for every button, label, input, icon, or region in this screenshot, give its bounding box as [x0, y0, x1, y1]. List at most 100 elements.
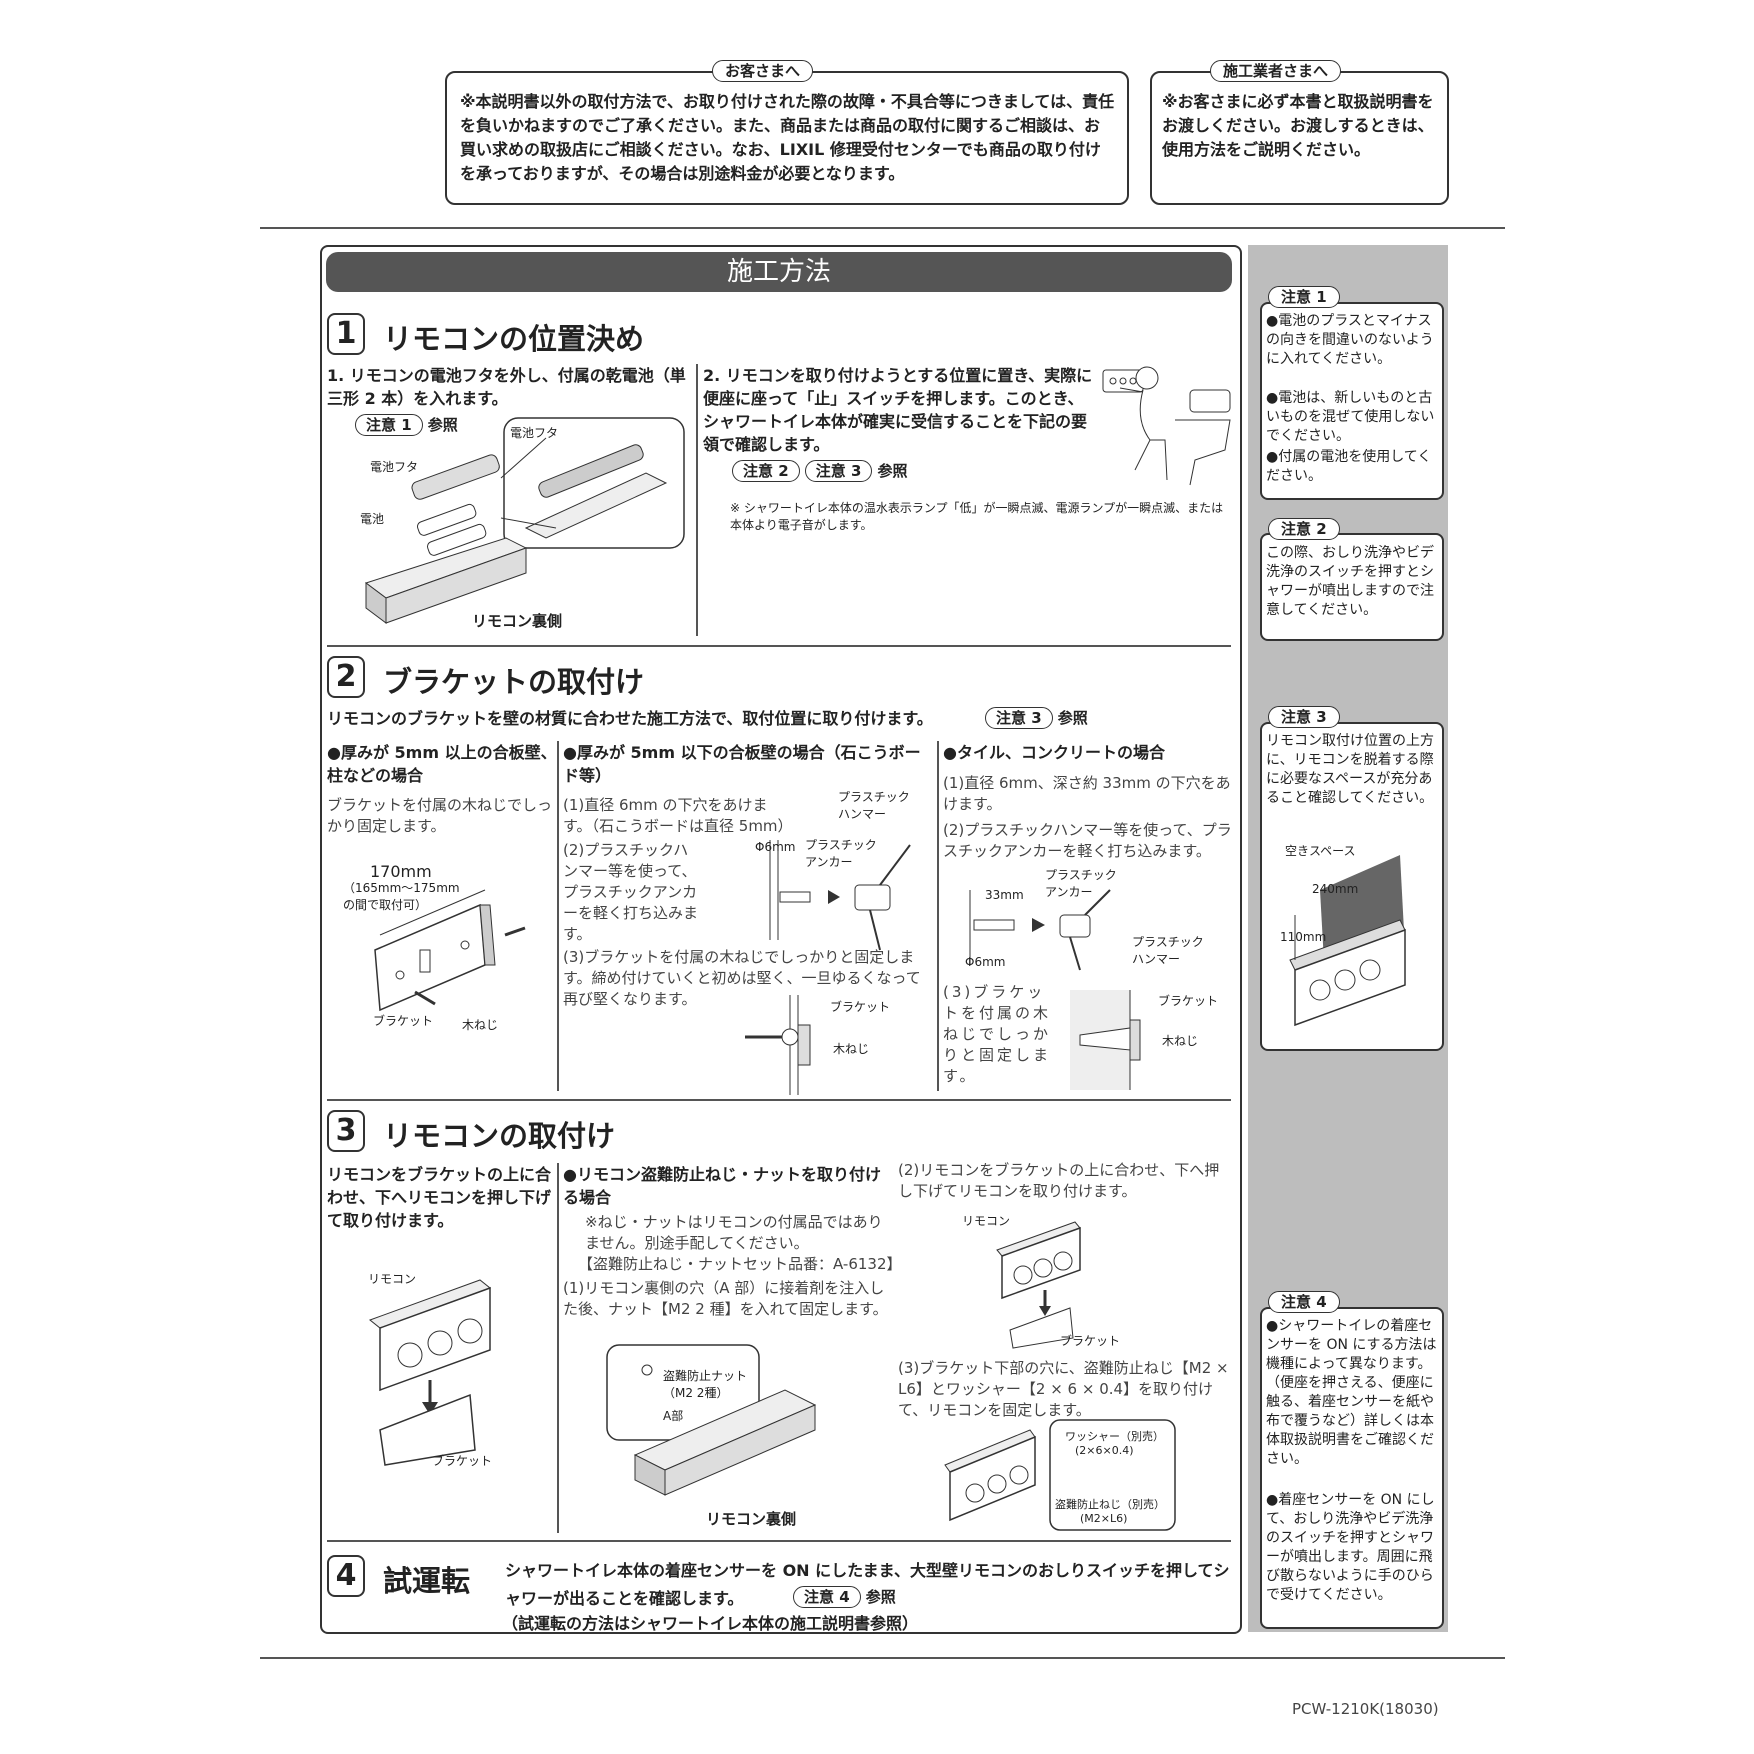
- s4-pill: 注意 4: [793, 1586, 861, 1608]
- s3-colA-label-bracket: ブラケット: [432, 1454, 493, 1468]
- caution-3-item-1: リモコン取付け位置の上方に、リモコンを脱着する際に必要なスペースが充分あること確…: [1266, 733, 1434, 806]
- section-3-title: リモコンの取付け: [383, 1119, 616, 1153]
- s2-colC-label-screw: 木ねじ: [1162, 1034, 1199, 1048]
- s2-colC-step3: (3)ブラケットを付属の木ねじでしっかりと固定します。: [943, 983, 1052, 1085]
- caution-4-item-1: ●シャワートイレの着座センサーを ON にする方法は機種によって異なります。（便…: [1266, 1318, 1437, 1467]
- caution-1-item-3: ●付属の電池を使用してください。: [1266, 449, 1432, 484]
- s2-colB-step2: (2)プラスチックハンマー等を使って、プラスチックアンカーを軽く打ち込みます。: [563, 841, 699, 943]
- s3-colB-label-nut: 盗難防止ナット（M2 2種）: [663, 1369, 748, 1400]
- s2-colC-label-hammer: プラスチックハンマー: [1132, 935, 1204, 966]
- s1-step1-ref-pill: 注意 1: [355, 414, 423, 436]
- s4-text1: シャワートイレ本体の着座センサーを ON にしたまま、大型壁リモコンのおしりスイ…: [505, 1561, 1230, 1608]
- caution-1-item-1: ●電池のプラスとマイナスの向きを間違いのないように入れてください。: [1266, 313, 1434, 367]
- s2-colA-dim-note: （165mm〜175mm の間で取付可）: [343, 881, 460, 912]
- s2-colA-dim: 170mm: [370, 862, 432, 881]
- s2-colB-hammer-figure: [769, 840, 911, 951]
- section-4-title: 試運転: [383, 1564, 471, 1598]
- s2-intro-ref: 注意 3 参照: [985, 707, 1088, 729]
- section-3-number: 3: [327, 1110, 365, 1152]
- s3-colC-label-screw: 盗難防止ねじ（別売）: [1055, 1498, 1165, 1511]
- s3-colC-label-washer-size: (2×6×0.4): [1075, 1444, 1134, 1457]
- s3-colC-step2: (2)リモコンをブラケットの上に合わせ、下へ押し下げてリモコンを取り付けます。: [898, 1161, 1220, 1200]
- s2-intro-ref-text: 参照: [1057, 709, 1088, 727]
- s2-colB-heading: ●厚みが 5mm 以下の合板壁の場合（石こうボード等）: [563, 743, 921, 785]
- s2-colB-label-bracket: ブラケット: [830, 1000, 891, 1014]
- s1-fig-caption: リモコン裏側: [472, 612, 563, 630]
- s2-divider-1: [557, 741, 559, 1091]
- s2-colC-hammer-figure: [969, 889, 1111, 971]
- s3-colC-figure-bottom: [944, 1419, 1176, 1531]
- caution-1-box: [1260, 302, 1444, 500]
- caution-4-title: 注意 4: [1268, 1291, 1340, 1313]
- s1-fig-label-battery-cover-b: 電池フタ: [370, 460, 419, 474]
- s3-colC-label-bracket: ブラケット: [1060, 1334, 1121, 1348]
- s3-colC-label-washer: ワッシャー（別売）: [1065, 1430, 1164, 1443]
- s2-bottom-rule: [327, 1099, 1231, 1101]
- s1-battery-figure: [364, 417, 685, 624]
- s1-step2-pill-a: 注意 2: [732, 460, 800, 482]
- s1-step2-text: 2. リモコンを取り付けようとする位置に置き、実際に便座に座って「止」スイッチを…: [703, 366, 1093, 454]
- section-2-title: ブラケットの取付け: [383, 665, 645, 699]
- s2-colC-label-bracket: ブラケット: [1158, 994, 1219, 1008]
- caution-3-space-figure: [1289, 855, 1406, 1027]
- s2-colB-step3: (3)ブラケットを付属の木ねじでしっかりと固定します。締め付けていくと初めは堅く…: [563, 948, 921, 1008]
- s4-text2: （試運転の方法はシャワートイレ本体の施工説明書参照）: [502, 1614, 919, 1633]
- s1-step2-pill-b: 注意 3: [804, 460, 873, 482]
- s1-step1-ref: 注意 1 参照: [355, 414, 458, 436]
- caution-4-box: [1260, 1307, 1444, 1629]
- caution-1-item-2: ●電池は、新しいものと古いものを混ぜて使用しないでください。: [1266, 390, 1435, 444]
- s4-ref-text: 参照: [865, 1588, 896, 1606]
- s3-colB-caption: リモコン裏側: [706, 1510, 797, 1528]
- section-1-title: リモコンの位置決め: [383, 322, 645, 356]
- s1-column-divider: [696, 364, 698, 636]
- s2-colC-label-anchor: プラスチックアンカー: [1045, 868, 1117, 899]
- section-1-number: 1: [327, 313, 365, 355]
- s2-colB-label-phi: Φ6mm: [755, 840, 796, 854]
- installer-notice-title: 施工業者さまへ: [1210, 60, 1342, 82]
- s2-colC-heading: ●タイル、コンクリートの場合: [943, 743, 1165, 762]
- section-4-number: 4: [327, 1555, 365, 1597]
- s3-colA-text: リモコンをブラケットの上に合わせ、下へリモコンを押し下げて取り付けます。: [327, 1165, 552, 1230]
- s2-colC-screw-figure: [1070, 990, 1141, 1090]
- s3-colC-label-remote: リモコン: [962, 1214, 1011, 1228]
- caution-3-title: 注意 3: [1268, 706, 1340, 728]
- s2-colC-label-phi: Φ6mm: [965, 955, 1006, 969]
- customer-notice-body: ※本説明書以外の取付方法で、お取り付けされた際の故障・不具合等につきましては、責…: [460, 92, 1115, 183]
- s1-fig-label-battery: 電池: [360, 512, 385, 526]
- caution-2-box: [1260, 533, 1444, 641]
- s1-step2-refs: 注意 2 注意 3 参照: [732, 460, 908, 482]
- bottom-divider: [260, 1657, 1505, 1659]
- s1-step2-note: ※ シャワートイレ本体の温水表示ランプ「低」が一瞬点滅、電源ランプが一瞬点滅、ま…: [730, 501, 1224, 532]
- s3-colA-figure: [368, 1279, 492, 1466]
- s2-colC-step2: (2)プラスチックハンマー等を使って、プラスチックアンカーを軽く打ち込みます。: [943, 821, 1232, 860]
- caution-2-item-1: この際、おしり洗浄やビデ洗浄のスイッチを押すとシャワーが噴出しますので注意してく…: [1266, 545, 1434, 618]
- footer-code: PCW-1210K(18030): [1292, 1700, 1439, 1718]
- s2-colA-label-bracket: ブラケット: [373, 1014, 434, 1028]
- section-2-number: 2: [327, 656, 365, 698]
- s3-colB-part: 【盗難防止ねじ・ナットセット品番：A-6132】: [578, 1255, 902, 1273]
- s3-colB-note: ※ねじ・ナットはリモコンの付属品ではありません。別途手配してください。: [585, 1213, 883, 1252]
- s3-colB-label-a: A部: [663, 1409, 684, 1423]
- s1-fig-label-battery-cover-a: 電池フタ: [510, 426, 559, 440]
- s2-divider-2: [937, 741, 939, 1091]
- s3-colA-label-remote: リモコン: [368, 1272, 417, 1286]
- installer-notice-box: [1150, 71, 1449, 205]
- s1-bottom-rule: [327, 645, 1231, 647]
- s2-intro: リモコンのブラケットを壁の材質に合わせた施工方法で、取付位置に取り付けます。: [327, 709, 933, 728]
- s2-intro-pill: 注意 3: [985, 707, 1053, 729]
- s3-colB-heading: ●リモコン盗難防止ねじ・ナットを取り付ける場合: [563, 1165, 881, 1207]
- s2-colB-label-anchor: プラスチックアンカー: [805, 838, 877, 869]
- s2-colA-bracket-figure: [374, 889, 526, 1012]
- main-title: 施工方法: [726, 257, 831, 287]
- s2-colA-label-screw: 木ねじ: [462, 1018, 499, 1032]
- s2-colB-label-hammer: プラスチックハンマー: [838, 790, 910, 821]
- caution-4-item-2: ●着座センサーを ON にして、おしり洗浄やビデ洗浄のスイッチを押すとシャワーが…: [1266, 1492, 1435, 1603]
- s1-step1-ref-text: 参照: [427, 416, 458, 434]
- s3-colB-step1: (1)リモコン裏側の穴（A 部）に接着剤を注入した後、ナット【M2 2 種】を入…: [563, 1279, 888, 1318]
- s2-colA-text: ブラケットを付属の木ねじでしっかり固定します。: [327, 796, 553, 835]
- s2-colB-step1: (1)直径 6mm の下穴をあけます。（石こうボードは直径 5mm）: [563, 796, 793, 835]
- s2-colB-screw-figure: [745, 995, 811, 1095]
- caution-3-label-240: 240mm: [1312, 882, 1359, 896]
- s2-colB-label-screw: 木ねじ: [833, 1042, 870, 1056]
- installer-notice-body: ※お客さまに必ず本書と取扱説明書をお渡しください。お渡しするときは、使用方法をご…: [1162, 92, 1434, 159]
